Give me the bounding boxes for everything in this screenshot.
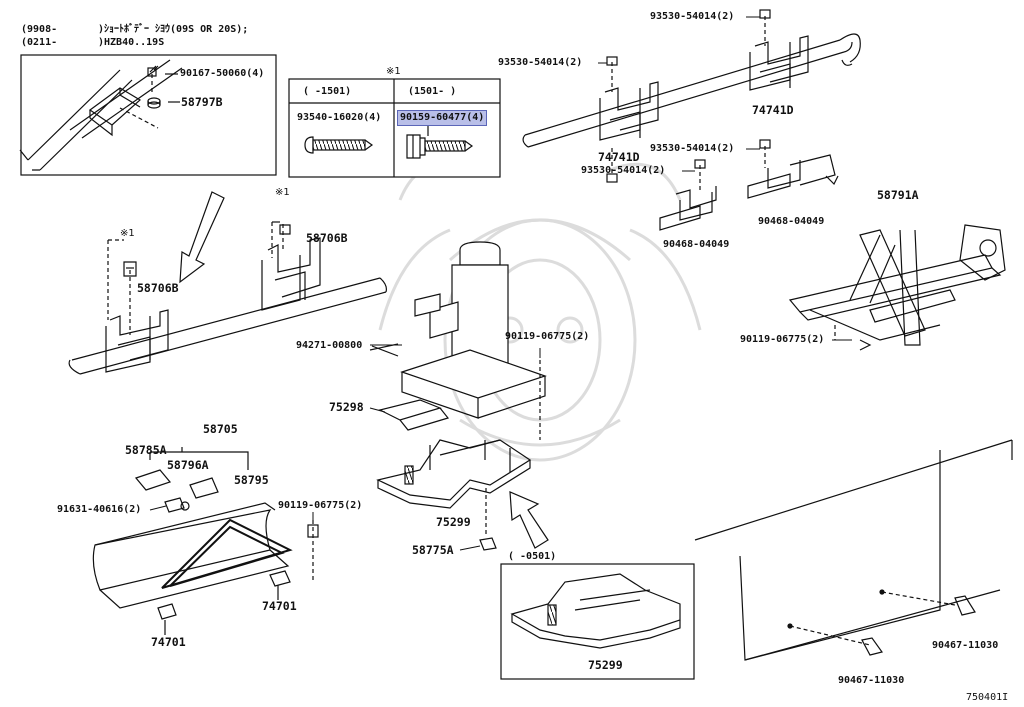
header-line2-text: )HZB40..19S: [98, 37, 165, 48]
header-line1-text: )ｼｮｰﾄﾎﾞﾃﾞｰ ｼﾖｳ(09S OR 20S);: [98, 24, 249, 35]
part-label-58791A[interactable]: 58791A: [877, 188, 919, 202]
inset-col1-header: ( -1501): [303, 86, 352, 97]
part-label-90467-11030-right[interactable]: 90467-11030: [932, 640, 999, 651]
part-label-90119-06775-right[interactable]: 90119-06775(2): [740, 334, 825, 345]
jack-tray: [376, 360, 541, 551]
direction-arrow-1: [179, 191, 225, 284]
bracket-set-right: [659, 139, 839, 231]
part-label-90467-11030-bottom[interactable]: 90467-11030: [838, 675, 905, 686]
part-label-75299-main[interactable]: 75299: [436, 515, 471, 529]
part-label-91631-40616[interactable]: 91631-40616(2): [57, 504, 142, 515]
part-label-75299-inset[interactable]: 75299: [588, 658, 623, 672]
part-label-58706B-right[interactable]: 58706B: [306, 231, 348, 245]
scissor-jack: [788, 224, 1006, 351]
tool-bag-group: [92, 447, 319, 635]
inset-top-left: [19, 54, 277, 176]
part-label-58795[interactable]: 58795: [234, 473, 269, 487]
star-mark-right: ※1: [275, 187, 290, 198]
part-label-93530-54014-top[interactable]: 93530-54014(2): [650, 11, 735, 22]
part-label-90119-06775-left[interactable]: 90119-06775(2): [278, 500, 363, 511]
bottle-jack: [369, 241, 547, 419]
part-label-93540-16020[interactable]: 93540-16020(4): [297, 112, 382, 123]
part-label-90167-50060[interactable]: 90167-50060(4): [180, 68, 265, 79]
part-label-58796A[interactable]: 58796A: [167, 458, 209, 472]
rod-assembly-left: [68, 221, 387, 375]
part-label-90119-06775-center[interactable]: 90119-06775(2): [505, 331, 590, 342]
leader-lines: [149, 16, 852, 551]
part-label-58705[interactable]: 58705: [203, 422, 238, 436]
part-label-75298[interactable]: 75298: [329, 400, 364, 414]
inset-table-mark: ※1: [386, 66, 401, 77]
figure-code: 750401I: [966, 692, 1009, 703]
part-label-58785A[interactable]: 58785A: [125, 443, 167, 457]
jack-handle-rod: [522, 9, 861, 183]
part-label-74701-right[interactable]: 74701: [262, 599, 297, 613]
part-label-58797B[interactable]: 58797B: [181, 95, 223, 109]
direction-arrow-2: [509, 491, 549, 549]
part-label-74741D-left[interactable]: 74741D: [598, 150, 640, 164]
body-panel: [694, 439, 1013, 661]
part-label-58706B-left[interactable]: 58706B: [137, 281, 179, 295]
part-label-74701-left[interactable]: 74701: [151, 635, 186, 649]
header-line2-code: (0211-: [21, 37, 58, 48]
part-label-94271-00800[interactable]: 94271-00800: [296, 340, 363, 351]
inset-col2-header: (1501- ): [408, 86, 457, 97]
part-label-93530-54014-mid[interactable]: 93530-54014(2): [650, 143, 735, 154]
part-label-58775A[interactable]: 58775A: [412, 543, 454, 557]
part-label-93530-54014-upper-left[interactable]: 93530-54014(2): [498, 57, 583, 68]
part-label-93530-54014-lower[interactable]: 93530-54014(2): [581, 165, 666, 176]
part-label-90468-04049-b[interactable]: 90468-04049: [663, 239, 730, 250]
inset-bottom-header: ( -0501): [508, 551, 557, 562]
part-label-90159-60477-highlighted[interactable]: 90159-60477(4): [396, 110, 488, 126]
part-label-74741D-right[interactable]: 74741D: [752, 103, 794, 117]
inset-table-frame: [288, 78, 501, 178]
inset-bottom: [500, 563, 695, 680]
star-mark-left: ※1: [120, 228, 135, 239]
part-label-90468-04049-a[interactable]: 90468-04049: [758, 216, 825, 227]
header-line1-code: (9908-: [21, 24, 58, 35]
